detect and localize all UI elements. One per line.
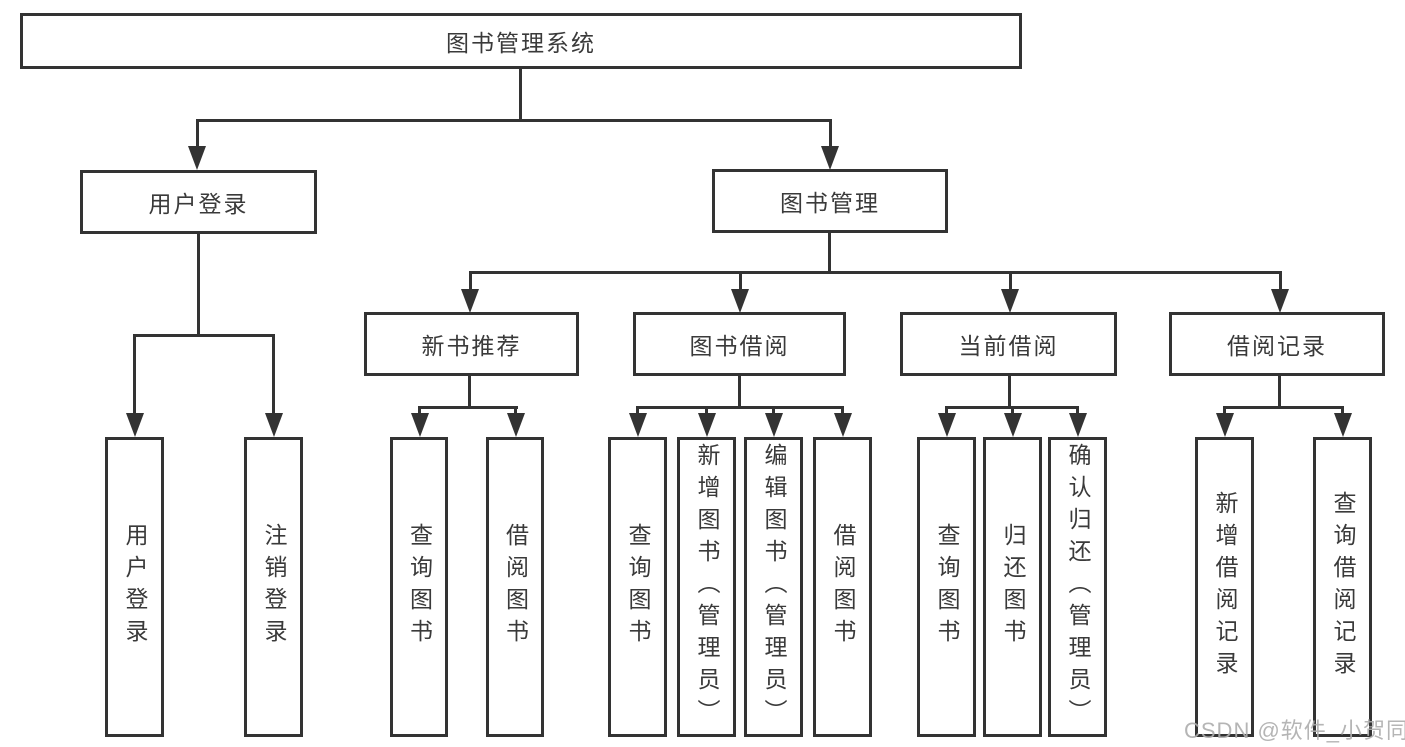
arrow-down-icon: [126, 413, 144, 437]
arrow-down-icon: [188, 146, 206, 170]
connector-root-right-drop: [829, 119, 832, 152]
node-label: 图书管理: [780, 190, 880, 216]
node-label: 编辑图书（管理员）: [761, 443, 787, 731]
node-label: 查询借阅记录: [1330, 491, 1356, 683]
arrow-down-icon: [698, 413, 716, 437]
node-label: 新书推荐: [421, 333, 522, 359]
leaf-query-books-borrow: 查询图书: [608, 437, 667, 737]
node-label: 新增图书（管理员）: [694, 443, 720, 731]
csdn-watermark: CSDN @软件_小贺同学: [1184, 718, 1405, 743]
node-label: 查询图书: [934, 523, 960, 651]
connector-bookmgmt-drop3: [1009, 271, 1012, 293]
connector-borrow-drop1: [636, 406, 639, 416]
node-borrow-records: 借阅记录: [1169, 312, 1385, 376]
connector-borrow-bus: [636, 406, 844, 409]
leaf-add-borrow-record: 新增借阅记录: [1195, 437, 1254, 737]
arrow-down-icon: [1004, 413, 1022, 437]
connector-records-stem: [1278, 376, 1281, 409]
leaf-borrow-books-recommend: 借阅图书: [486, 437, 544, 737]
leaf-add-book-admin: 新增图书（管理员）: [677, 437, 736, 737]
arrow-down-icon: [1001, 289, 1019, 313]
node-label: 归还图书: [1000, 523, 1026, 651]
leaf-logout: 注销登录: [244, 437, 303, 737]
connector-borrow-drop3: [772, 406, 775, 416]
connector-userlogin-bus: [133, 334, 275, 337]
arrow-down-icon: [1069, 413, 1087, 437]
node-label: 查询图书: [406, 523, 433, 651]
leaf-return-books: 归还图书: [983, 437, 1042, 737]
connector-newbook-stem: [468, 376, 471, 409]
connector-bookmgmt-drop4: [1279, 271, 1282, 293]
arrow-down-icon: [1271, 289, 1289, 313]
connector-current-drop1: [945, 406, 948, 416]
arrow-down-icon: [765, 413, 783, 437]
leaf-user-login: 用户登录: [105, 437, 164, 737]
connector-root-stem: [519, 69, 522, 122]
connector-bookmgmt-drop1: [469, 271, 472, 293]
arrow-down-icon: [938, 413, 956, 437]
connector-bookmgmt-stem: [828, 233, 831, 274]
arrow-down-icon: [834, 413, 852, 437]
leaf-query-books-current: 查询图书: [917, 437, 976, 737]
connector-borrow-drop2: [705, 406, 708, 416]
connector-current-stem: [1008, 376, 1011, 409]
node-library-system: 图书管理系统: [20, 13, 1022, 69]
connector-userlogin-left-drop: [133, 334, 136, 417]
node-label: 图书管理系统: [446, 30, 596, 56]
node-label: 查询图书: [625, 523, 651, 651]
leaf-borrow-books: 借阅图书: [813, 437, 872, 737]
node-book-borrow: 图书借阅: [633, 312, 846, 376]
connector-borrow-drop4: [841, 406, 844, 416]
connector-current-drop2: [1011, 406, 1014, 416]
node-label: 注销登录: [261, 523, 287, 651]
leaf-query-books-recommend: 查询图书: [390, 437, 448, 737]
arrow-down-icon: [265, 413, 283, 437]
arrow-down-icon: [1334, 413, 1352, 437]
leaf-query-borrow-record: 查询借阅记录: [1313, 437, 1372, 737]
node-label: 借阅记录: [1227, 333, 1327, 359]
node-label: 用户登录: [122, 523, 148, 651]
node-new-book-recommend: 新书推荐: [364, 312, 579, 376]
connector-root-bus: [196, 119, 832, 122]
connector-records-drop2: [1341, 406, 1344, 416]
arrow-down-icon: [411, 413, 429, 437]
connector-newbook-drop1: [418, 406, 421, 416]
node-current-borrow: 当前借阅: [900, 312, 1117, 376]
node-user-login: 用户登录: [80, 170, 317, 234]
arrow-down-icon: [461, 289, 479, 313]
arrow-down-icon: [821, 146, 839, 170]
connector-newbook-bus: [418, 406, 518, 409]
connector-root-left-drop: [196, 119, 199, 152]
connector-bookmgmt-drop2: [739, 271, 742, 293]
arrow-down-icon: [507, 413, 525, 437]
connector-records-drop1: [1223, 406, 1226, 416]
node-label: 借阅图书: [502, 523, 529, 651]
connector-records-bus: [1223, 406, 1344, 409]
connector-borrow-stem: [738, 376, 741, 409]
connector-userlogin-stem: [197, 234, 200, 337]
arrow-down-icon: [629, 413, 647, 437]
connector-bookmgmt-bus: [469, 271, 1282, 274]
connector-newbook-drop2: [514, 406, 517, 416]
node-label: 用户登录: [148, 191, 249, 217]
node-label: 当前借阅: [958, 333, 1059, 359]
node-label: 图书借阅: [689, 333, 790, 359]
leaf-edit-book-admin: 编辑图书（管理员）: [744, 437, 803, 737]
connector-current-drop3: [1076, 406, 1079, 416]
node-book-management: 图书管理: [712, 169, 948, 233]
arrow-down-icon: [731, 289, 749, 313]
node-label: 借阅图书: [830, 523, 856, 651]
arrow-down-icon: [1216, 413, 1234, 437]
connector-userlogin-right-drop: [272, 334, 275, 417]
leaf-confirm-return-admin: 确认归还（管理员）: [1048, 437, 1107, 737]
node-label: 确认归还（管理员）: [1065, 443, 1091, 731]
node-label: 新增借阅记录: [1212, 491, 1238, 683]
